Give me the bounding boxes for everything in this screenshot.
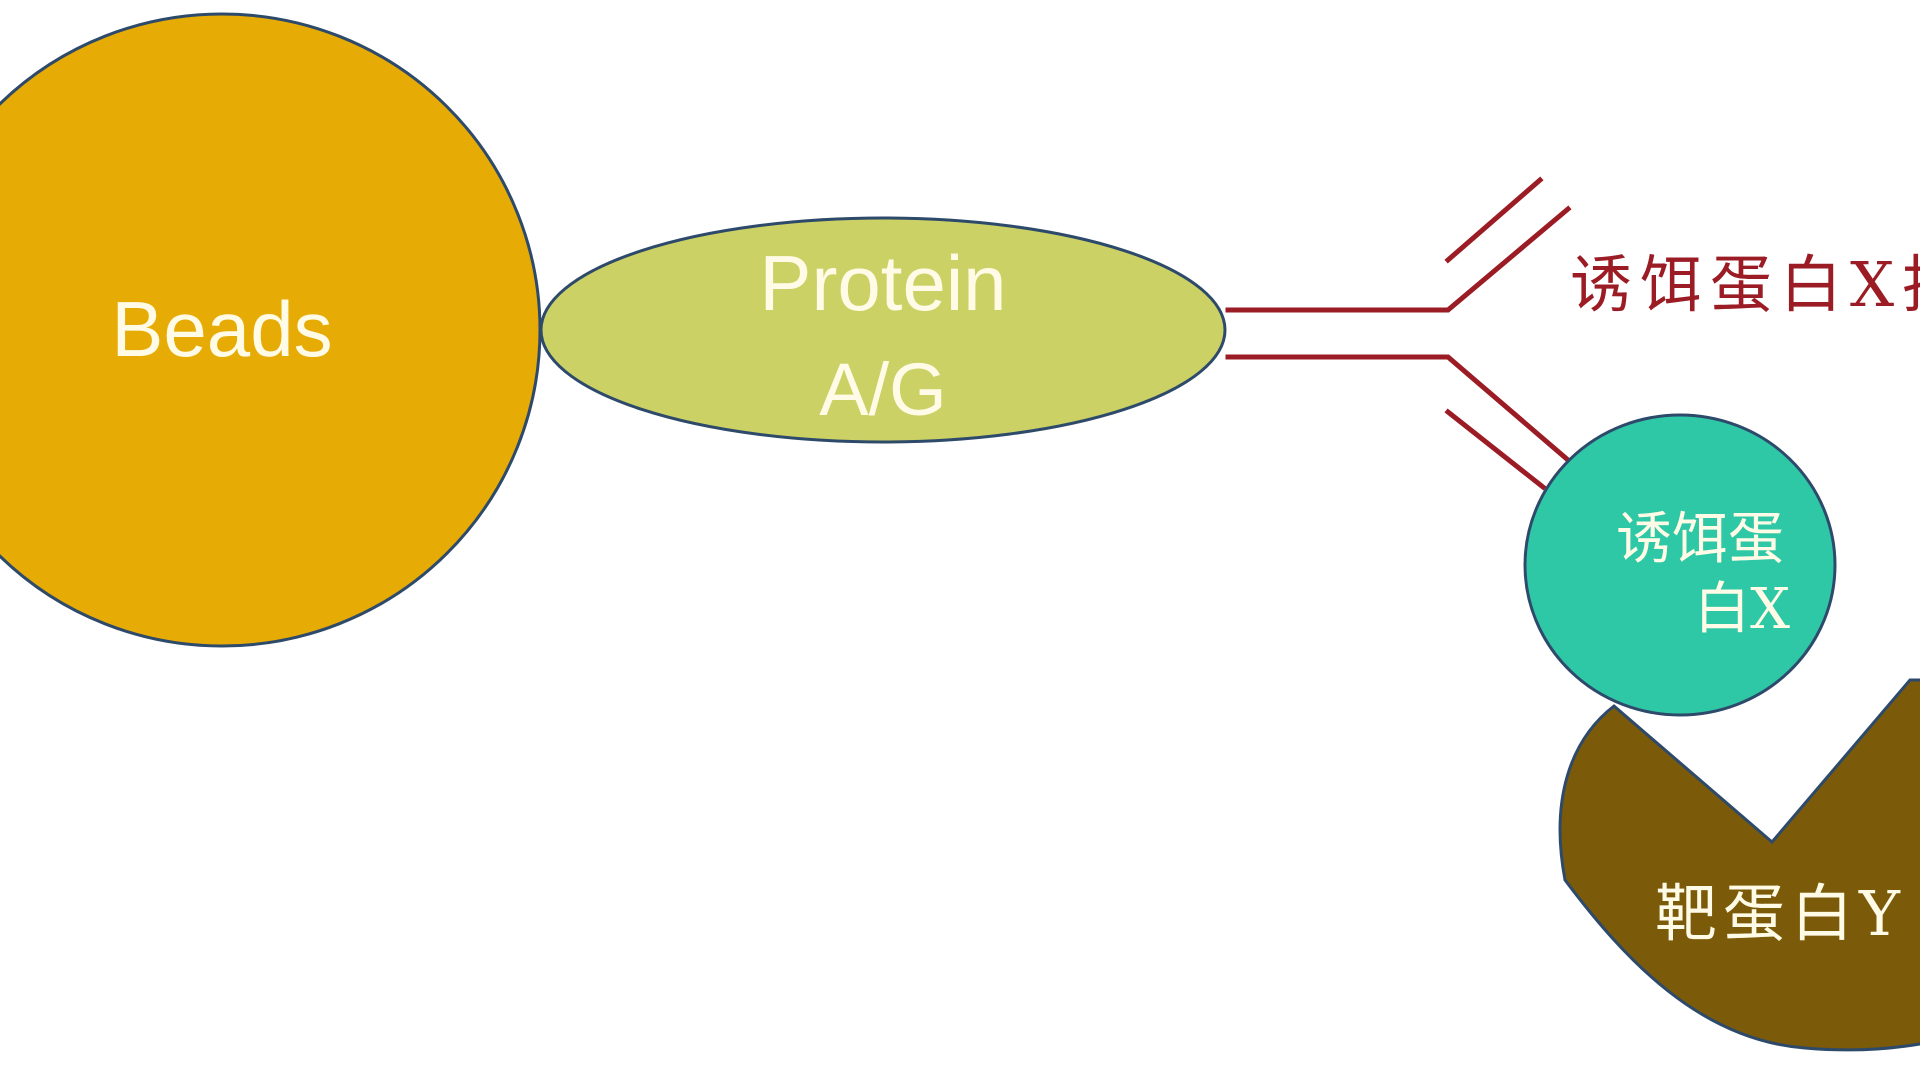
bait-protein-label-line1: 诱饵蛋 (1616, 507, 1784, 572)
protein-ag-ellipse (539, 216, 1227, 444)
antibody-shape (1225, 176, 1572, 491)
beads-label: Beads (111, 285, 332, 373)
target-protein-shape (1558, 678, 1920, 1052)
antibody-heavy-chain-upper (1225, 205, 1572, 313)
antibody-light-chain-upper (1444, 176, 1544, 264)
bait-protein-ellipse (1523, 413, 1837, 717)
antibody-heavy-chain-lower (1225, 354, 1572, 464)
target-protein-label: 靶蛋白Y (1655, 877, 1906, 950)
protein-ag-label-line1: Protein (759, 239, 1006, 327)
antibody-label: 诱饵蛋白X抗 (1570, 248, 1920, 321)
protein-ag-label-line2: A/G (819, 348, 946, 431)
bait-protein-label-line2: 白X (1694, 577, 1790, 642)
antibody-light-chain-lower (1444, 408, 1547, 491)
